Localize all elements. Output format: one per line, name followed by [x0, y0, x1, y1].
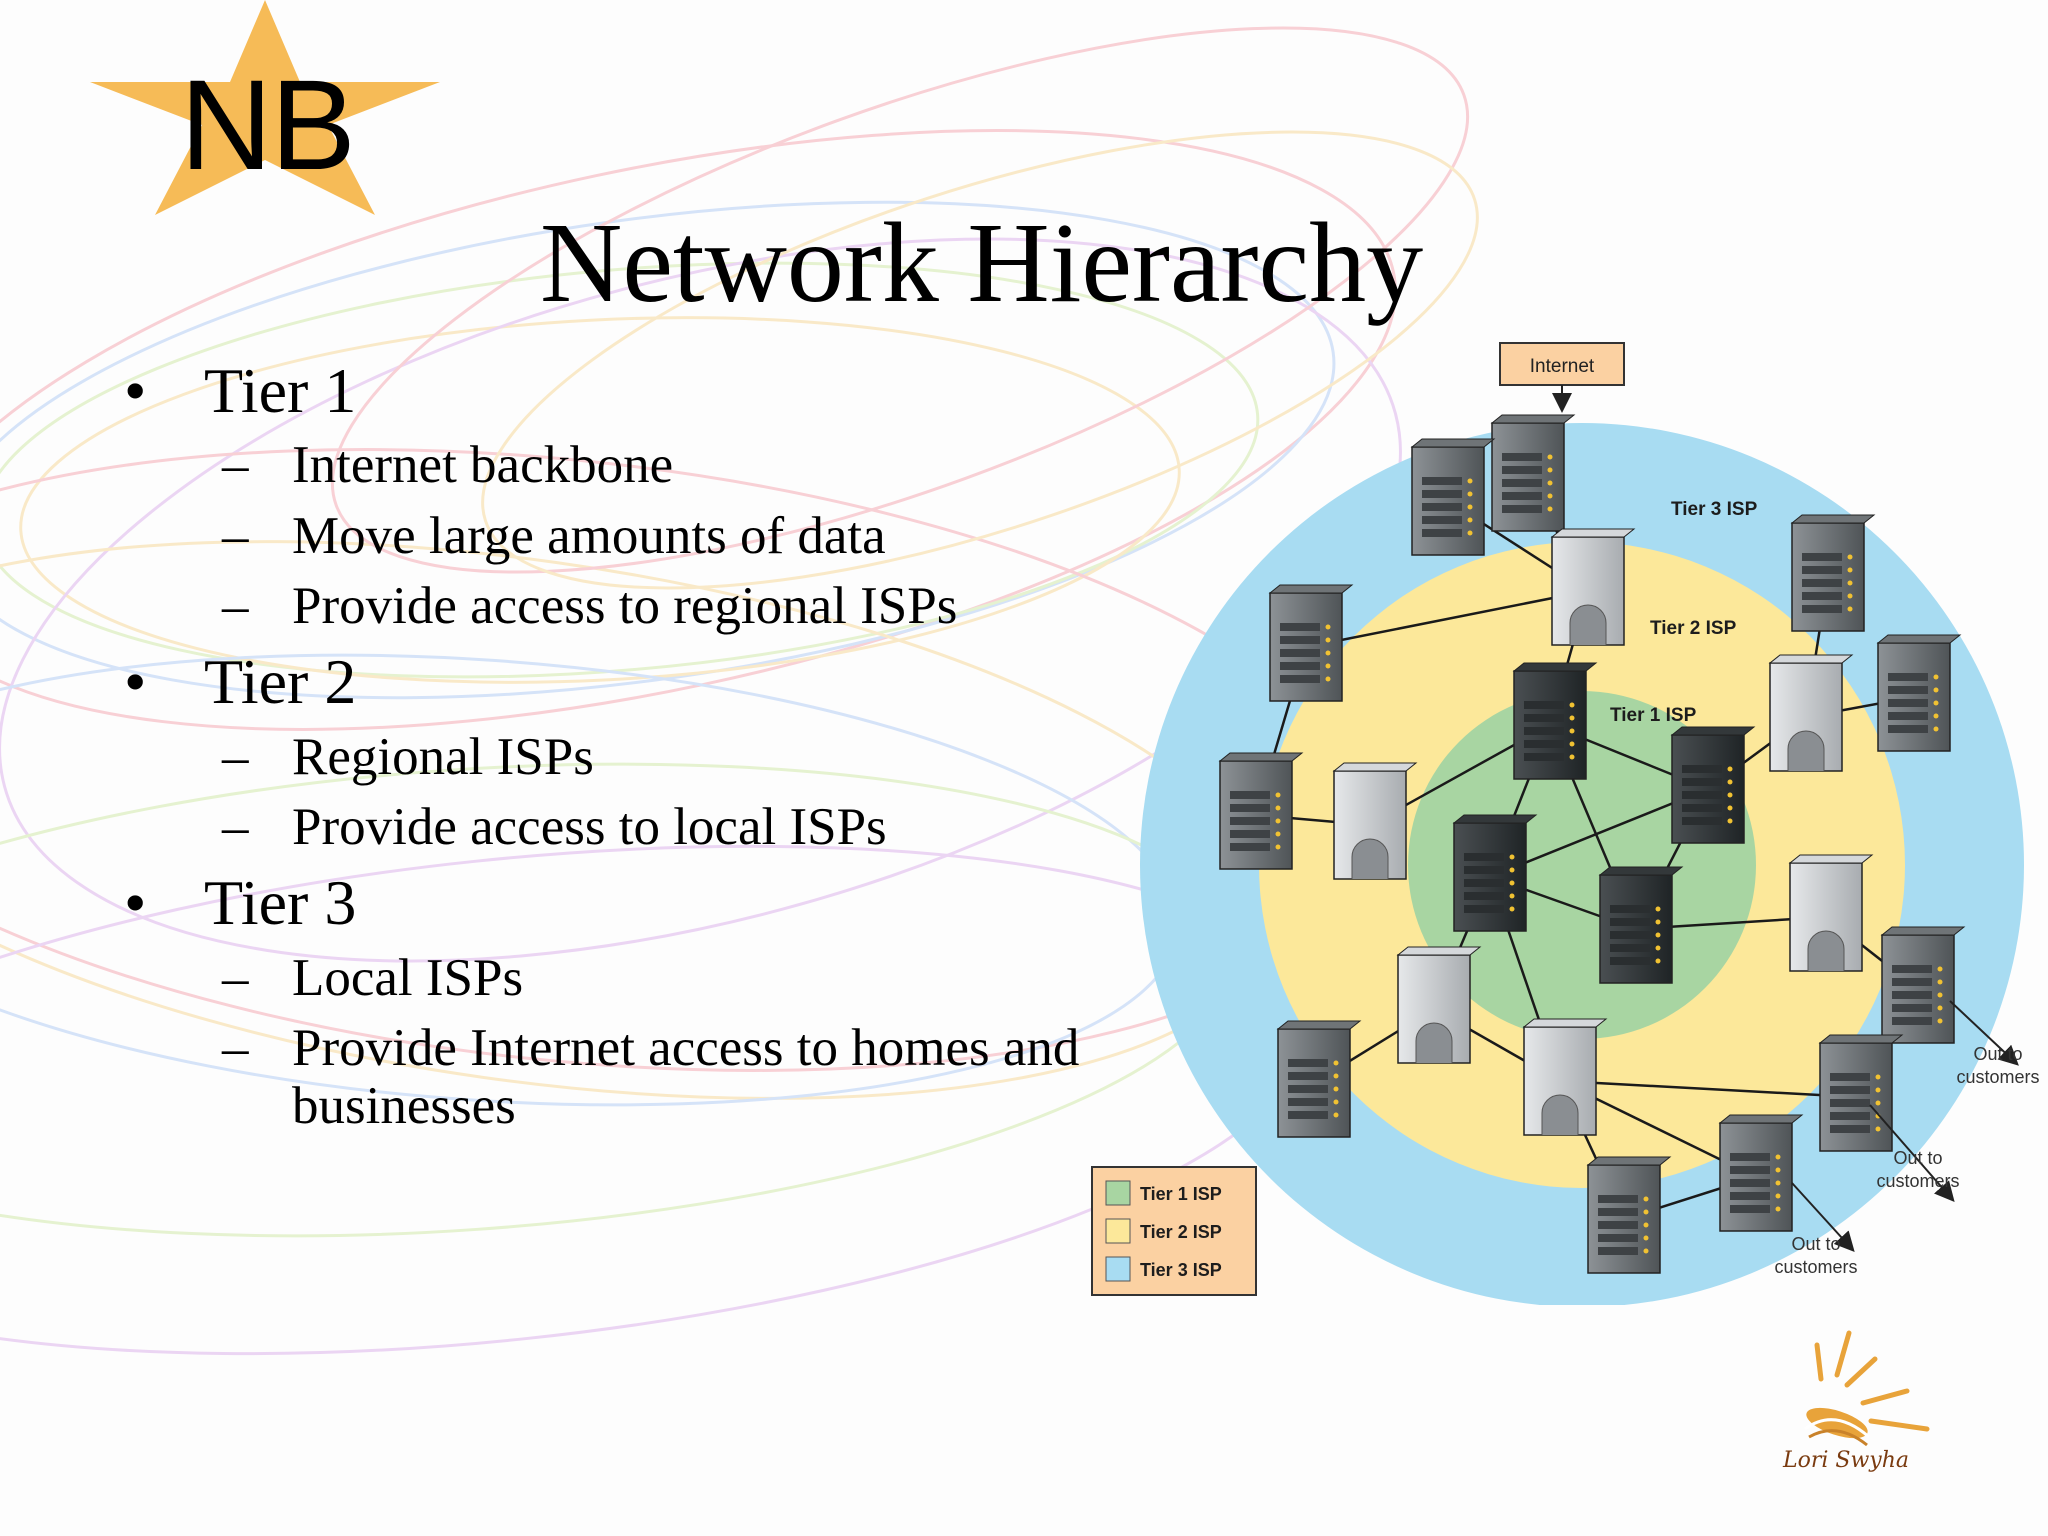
- bullet-marker: •: [124, 867, 147, 939]
- server-tower-icon: [1598, 866, 1684, 984]
- legend-label-tier1: Tier 1 ISP: [1140, 1184, 1222, 1204]
- logo-signature: Lori Swyha: [1783, 1448, 1910, 1473]
- sub-marker: –: [222, 1018, 249, 1077]
- nb-badge-text: NB: [180, 54, 356, 197]
- out-to-customers-1: Out to customers: [1949, 1000, 2040, 1087]
- connection-line: [1559, 1079, 1857, 1099]
- network-diagram: Internet Tier 3 ISP Tier 2 ISP Tier 1 IS…: [1091, 342, 2040, 1305]
- sub-bullet-text: Internet backbone: [292, 436, 674, 495]
- server-tower-icon: [1880, 926, 1966, 1044]
- legend-swatch-tier3: [1105, 1256, 1131, 1282]
- server-tower-icon: [1586, 1156, 1672, 1274]
- bullet-list: • Tier 1 –Internet backbone –Move large …: [120, 350, 1170, 1148]
- server-tower-icon: [1218, 752, 1304, 870]
- sub-marker: –: [222, 436, 249, 495]
- bullet-label: Tier 2: [204, 646, 357, 718]
- server-tower-icon: [1788, 854, 1874, 972]
- bullet-marker: •: [124, 646, 147, 718]
- bullet-label: Tier 1: [204, 355, 357, 426]
- sub-bullet: –Provide access to local ISPs: [120, 798, 1170, 856]
- out-label-line2: customers: [1774, 1257, 1857, 1277]
- server-tower-icon: [1268, 584, 1354, 702]
- sub-bullet-text: Local ISPs: [292, 948, 524, 1007]
- sub-marker: –: [222, 576, 249, 635]
- out-label-line1: Out to: [1791, 1234, 1840, 1254]
- tier2-label: Tier 2 ISP: [1650, 618, 1737, 639]
- sub-bullet-text: Regional ISPs: [292, 727, 594, 786]
- sub-bullet: –Provide access to regional ISPs: [120, 577, 1170, 635]
- slide-title: Network Hierarchy: [540, 199, 1424, 326]
- tier1-label: Tier 1 ISP: [1610, 705, 1697, 726]
- legend-label-tier3: Tier 3 ISP: [1140, 1260, 1222, 1280]
- server-tower-icon: [1396, 946, 1482, 1064]
- sub-marker: –: [222, 506, 249, 565]
- sub-bullet: –Internet backbone: [120, 436, 1170, 494]
- out-to-customers-3: Out to customers: [1774, 1182, 1858, 1277]
- server-tower-icon: [1452, 814, 1538, 932]
- legend-swatch-tier2: [1105, 1218, 1131, 1244]
- server-tower-icon: [1818, 1034, 1904, 1152]
- sub-bullet: –Local ISPs: [120, 949, 1170, 1007]
- sub-bullet-text: Provide Internet access to homes and bus…: [292, 1018, 1080, 1136]
- sub-marker: –: [222, 797, 249, 856]
- tier3-label: Tier 3 ISP: [1671, 499, 1758, 520]
- server-tower-icon: [1410, 438, 1496, 556]
- legend: Tier 1 ISP Tier 2 ISP Tier 3 ISP: [1091, 1166, 1257, 1296]
- sub-bullet-text: Move large amounts of data: [292, 506, 886, 565]
- legend-label-tier2: Tier 2 ISP: [1140, 1222, 1222, 1242]
- sub-bullet-text: Provide access to regional ISPs: [292, 576, 958, 635]
- out-label-line1: Out to: [1973, 1044, 2022, 1064]
- sun-logo-icon: [1804, 1330, 1930, 1447]
- server-tower-icon: [1276, 1020, 1362, 1138]
- server-group: [1218, 414, 1966, 1274]
- server-tower-icon: [1670, 726, 1756, 844]
- sub-marker: –: [222, 727, 249, 786]
- sub-marker: –: [222, 948, 249, 1007]
- bullet-marker: •: [124, 355, 147, 426]
- out-label-line2: customers: [1956, 1067, 2039, 1087]
- internet-label: Internet: [1530, 356, 1595, 377]
- server-tower-icon: [1490, 414, 1576, 532]
- sub-bullet: –Regional ISPs: [120, 728, 1170, 786]
- star-icon: [90, 0, 440, 215]
- sub-bullet: –Provide Internet access to homes and bu…: [120, 1019, 1170, 1136]
- server-tower-icon: [1512, 662, 1598, 780]
- bullet-label: Tier 3: [204, 867, 357, 939]
- server-tower-icon: [1332, 762, 1418, 880]
- server-tower-icon: [1768, 654, 1854, 772]
- server-tower-icon: [1790, 514, 1876, 632]
- bullet-tier-3: • Tier 3: [120, 867, 1170, 939]
- sub-bullet-text: Provide access to local ISPs: [292, 797, 887, 856]
- sub-bullet: –Move large amounts of data: [120, 507, 1170, 565]
- server-tower-icon: [1522, 1018, 1608, 1136]
- connection-line: [1305, 589, 1589, 649]
- out-label-line1: Out to: [1893, 1148, 1942, 1168]
- bullet-tier-2: • Tier 2: [120, 646, 1170, 718]
- server-tower-icon: [1718, 1114, 1804, 1232]
- out-label-line2: customers: [1876, 1171, 1959, 1191]
- server-tower-icon: [1550, 528, 1636, 646]
- out-to-customers-2: Out to customers: [1869, 1104, 1960, 1203]
- legend-swatch-tier1: [1105, 1180, 1131, 1206]
- server-tower-icon: [1876, 634, 1962, 752]
- bullet-tier-1: • Tier 1: [120, 355, 1170, 426]
